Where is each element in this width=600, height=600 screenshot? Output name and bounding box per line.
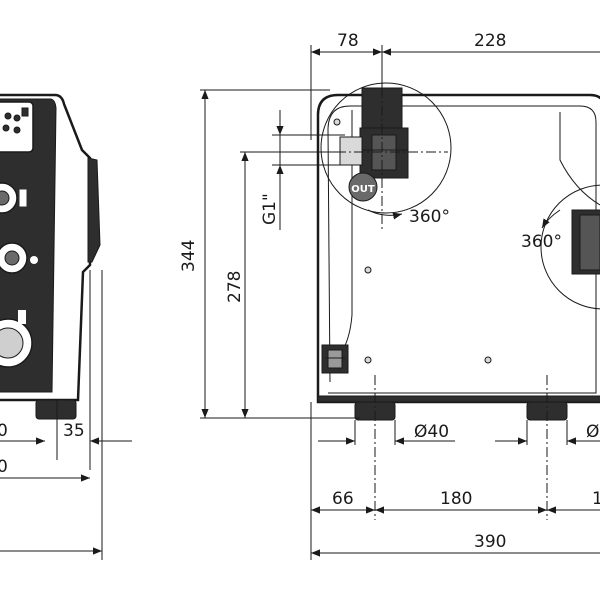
inlet-fitting bbox=[571, 209, 600, 275]
side-view-foot bbox=[35, 399, 77, 420]
screws bbox=[333, 118, 492, 364]
body-curve-right bbox=[559, 112, 600, 206]
screw bbox=[333, 118, 341, 126]
screw bbox=[364, 356, 372, 364]
screw bbox=[364, 266, 372, 274]
dim-overall-width: 390 bbox=[474, 532, 506, 552]
side-dim-width: 0 bbox=[0, 457, 8, 477]
side-dim-foot-right: 35 bbox=[63, 421, 85, 441]
side-handle bbox=[87, 157, 101, 263]
dim-top-right: 228 bbox=[474, 31, 506, 51]
screw bbox=[484, 356, 492, 364]
outlet-rotation-label: 360° bbox=[409, 207, 450, 227]
outlet-rotation-circle bbox=[320, 82, 452, 214]
outlet-badge bbox=[348, 172, 378, 202]
dim-foot-diameter-right: Ø bbox=[586, 422, 599, 442]
dim-outlet-height: 278 bbox=[225, 271, 245, 303]
side-dim-foot-left: 0 bbox=[0, 421, 8, 441]
front-view-inner-contour bbox=[327, 105, 597, 394]
dim-foot-offset-left: 66 bbox=[332, 489, 354, 509]
side-icon-c bbox=[18, 310, 26, 324]
outlet-badge-label: OUT bbox=[351, 184, 375, 195]
dim-top-left: 78 bbox=[337, 31, 359, 51]
drain-connector bbox=[321, 344, 349, 374]
dim-overall-height: 344 bbox=[179, 240, 199, 272]
side-icon-a bbox=[19, 189, 27, 207]
dim-foot-spacing: 180 bbox=[440, 489, 472, 509]
outlet-rotation-arrow bbox=[367, 209, 403, 220]
inlet-rotation-circle bbox=[540, 184, 600, 310]
side-view-front-panel bbox=[0, 98, 57, 393]
dim-foot-offset-right: 1 bbox=[592, 489, 600, 509]
side-icon-b bbox=[30, 256, 38, 264]
inlet-rotation-arrow bbox=[541, 209, 561, 229]
front-view: OUT 360° 360° 78 228 344 278 bbox=[179, 31, 600, 560]
inlet-rotation-label: 360° bbox=[521, 232, 562, 252]
side-view: 0 35 0 bbox=[0, 93, 132, 560]
dim-outlet-thread: G1" bbox=[260, 193, 280, 225]
display-dots bbox=[2, 107, 29, 134]
dim-foot-diameter: Ø40 bbox=[414, 422, 449, 442]
base-strip bbox=[317, 395, 600, 403]
